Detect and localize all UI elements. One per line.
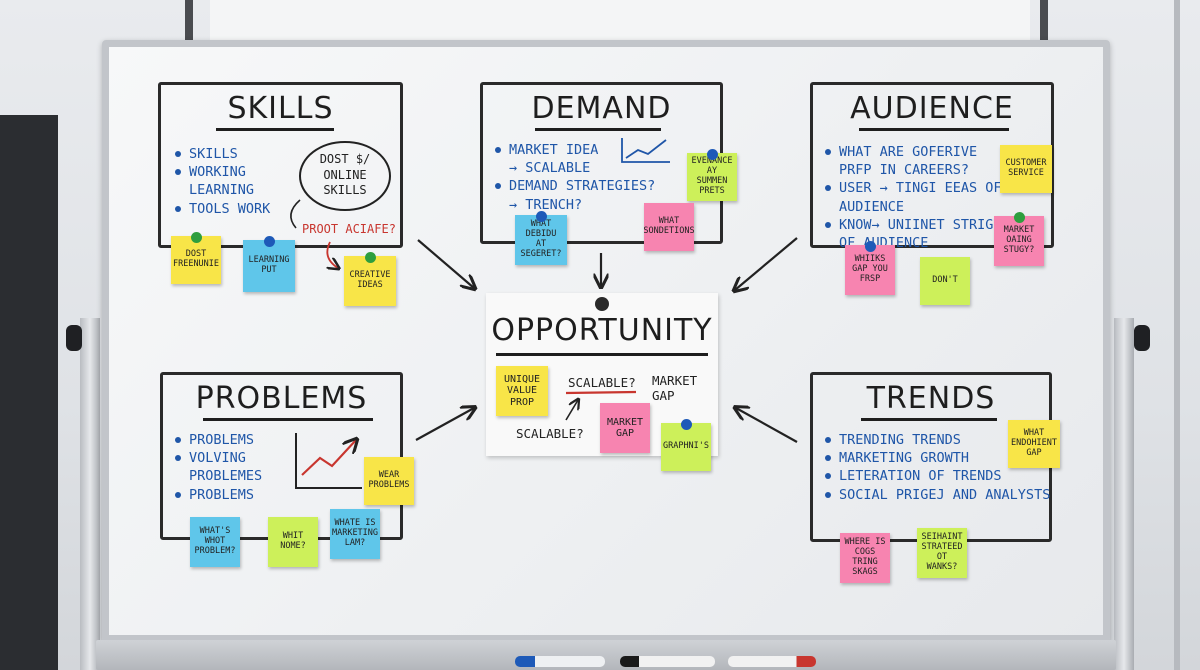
list-item: USER → TINGI EEAS OF bbox=[825, 179, 1010, 197]
problems-underline bbox=[203, 418, 373, 421]
skills-bullets: SKILLS WORKING LEARNING TOOLS WORK bbox=[175, 145, 270, 218]
tripod-stand bbox=[1174, 0, 1180, 670]
list-item: MARKET IDEA bbox=[495, 141, 655, 159]
light-stand-left bbox=[185, 0, 193, 48]
board-stand-right bbox=[1114, 318, 1134, 670]
list-item: TOOLS WORK bbox=[175, 200, 270, 218]
trends-underline bbox=[861, 418, 997, 421]
list-item: KNOW→ UNIINET STRIGDS bbox=[825, 216, 1010, 234]
backdrop-paper bbox=[210, 0, 1030, 42]
sticky-note[interactable]: MARKET OAING STUGY? bbox=[994, 212, 1044, 266]
sticky-note[interactable]: WHAT ENDOHIENT GAP bbox=[1008, 420, 1060, 468]
red-marker-icon bbox=[728, 656, 816, 667]
skills-title: SKILLS bbox=[227, 91, 334, 126]
list-item: LETERATION OF TRENDS bbox=[825, 467, 1050, 485]
magnet-pin-icon bbox=[707, 149, 718, 160]
dark-backdrop bbox=[0, 115, 58, 670]
magnet-pin-icon bbox=[365, 252, 376, 263]
trends-title: TRENDS bbox=[866, 381, 996, 416]
sticky-note[interactable]: GRAPHNI'S bbox=[661, 419, 711, 471]
trends-bullets: TRENDING TRENDS MARKETING GROWTH LETERAT… bbox=[825, 431, 1050, 504]
sticky-note[interactable]: SEIHAINT STRATEED OT WANKS? bbox=[917, 528, 967, 578]
black-marker-icon bbox=[620, 656, 715, 667]
market-gap-label: MARKET GAP bbox=[652, 373, 698, 403]
sticky-note[interactable]: WHAT DEBIDU AT SEGERET? bbox=[515, 211, 567, 265]
list-item: WHAT ARE GOFERIVE bbox=[825, 143, 1010, 161]
list-item: MARKETING GROWTH bbox=[825, 449, 1050, 467]
sticky-note[interactable]: CREATIVE IDEAS bbox=[344, 252, 396, 306]
list-item: PRFP IN CAREERS? bbox=[839, 162, 970, 179]
audience-section: AUDIENCE WHAT ARE GOFERIVE PRFP IN CAREE… bbox=[810, 82, 1054, 251]
scalable-bottom-label: SCALABLE? bbox=[516, 426, 584, 441]
sticky-note[interactable]: WHIIKS GAP YOU FRSP bbox=[845, 241, 895, 295]
sticky-note[interactable]: LEARNING PUT bbox=[243, 236, 295, 292]
sticky-note[interactable]: WHAT'S WHOT PROBLEM? bbox=[190, 517, 240, 567]
sticky-note[interactable]: EVENANCE AY SUMMEN PRETS bbox=[687, 149, 737, 201]
sticky-note[interactable]: WEAR PROBLEMS bbox=[364, 457, 414, 505]
list-item: SOCIAL PRIGEJ AND ANALYSTS bbox=[825, 486, 1050, 504]
sticky-note[interactable]: MARKET GAP bbox=[600, 403, 650, 453]
audience-title: AUDIENCE bbox=[850, 91, 1014, 126]
list-item: PROBLEMS bbox=[175, 486, 262, 504]
demand-bullets: MARKET IDEA → SCALABLE DEMAND STRATEGIES… bbox=[495, 141, 655, 214]
list-item: SKILLS bbox=[175, 145, 270, 163]
online-skills-bubble: DOST $/ ONLINE SKILLS bbox=[319, 152, 371, 198]
list-item: VOLVING bbox=[175, 449, 262, 467]
list-item: → SCALABLE bbox=[509, 160, 591, 177]
list-item: LEARNING bbox=[189, 182, 255, 199]
list-item: → TRENCH? bbox=[509, 196, 583, 213]
opportunity-underline bbox=[496, 353, 708, 356]
sticky-note[interactable]: WHATE IS MARKETING LAM? bbox=[330, 509, 380, 559]
audience-bullets: WHAT ARE GOFERIVE PRFP IN CAREERS? USER … bbox=[825, 143, 1010, 252]
light-stand-right bbox=[1040, 0, 1048, 48]
demand-underline bbox=[535, 128, 661, 131]
opportunity-title: OPPORTUNITY bbox=[491, 313, 713, 348]
magnet-pin-icon bbox=[191, 232, 202, 243]
knob-right-icon bbox=[1134, 325, 1150, 351]
sticky-note[interactable]: WHAT SONDETIONS bbox=[643, 203, 695, 251]
magnet-pin-icon bbox=[264, 236, 275, 247]
list-item: AUDIENCE bbox=[839, 198, 905, 215]
audience-underline bbox=[859, 128, 1009, 131]
demand-title: DEMAND bbox=[531, 91, 672, 126]
scalable-top-label: SCALABLE? bbox=[568, 375, 636, 390]
list-item: WORKING bbox=[175, 163, 270, 181]
list-item: DEMAND STRATEGIES? bbox=[495, 177, 655, 195]
skills-section: SKILLS SKILLS WORKING LEARNING TOOLS WOR… bbox=[158, 82, 403, 248]
sticky-note[interactable]: UNIQUE VALUE PROP bbox=[496, 366, 548, 416]
list-item: PROBLEMES bbox=[189, 468, 263, 485]
board-stand-left bbox=[80, 318, 100, 670]
demand-section: DEMAND MARKET IDEA → SCALABLE DEMAND STR… bbox=[480, 82, 723, 244]
sticky-note[interactable]: WHIT NOME? bbox=[268, 517, 318, 567]
sticky-note[interactable]: DON'T bbox=[920, 257, 970, 305]
sticky-note[interactable]: DOST FREENUNIE bbox=[171, 232, 221, 284]
sticky-note[interactable]: CUSTOMER SERVICE bbox=[1000, 145, 1052, 193]
knob-left-icon bbox=[66, 325, 82, 351]
problems-title: PROBLEMS bbox=[195, 381, 368, 416]
marker-tray bbox=[96, 640, 1116, 670]
magnet-pin-icon bbox=[681, 419, 692, 430]
sticky-note[interactable]: WHERE IS COGS TRING SKAGS bbox=[840, 533, 890, 583]
problems-bullets: PROBLEMS VOLVING PROBLEMES PROBLEMS bbox=[175, 431, 262, 504]
magnet-pin-icon bbox=[1014, 212, 1025, 223]
blue-marker-icon bbox=[515, 656, 605, 667]
magnet-pin-icon bbox=[865, 241, 876, 252]
skills-red-question: PROOT ACIAFE? bbox=[302, 222, 396, 236]
black-magnet-icon bbox=[595, 297, 609, 311]
list-item: TRENDING TRENDS bbox=[825, 431, 1050, 449]
list-item: PROBLEMS bbox=[175, 431, 262, 449]
skills-underline bbox=[216, 128, 334, 131]
magnet-pin-icon bbox=[536, 211, 547, 222]
